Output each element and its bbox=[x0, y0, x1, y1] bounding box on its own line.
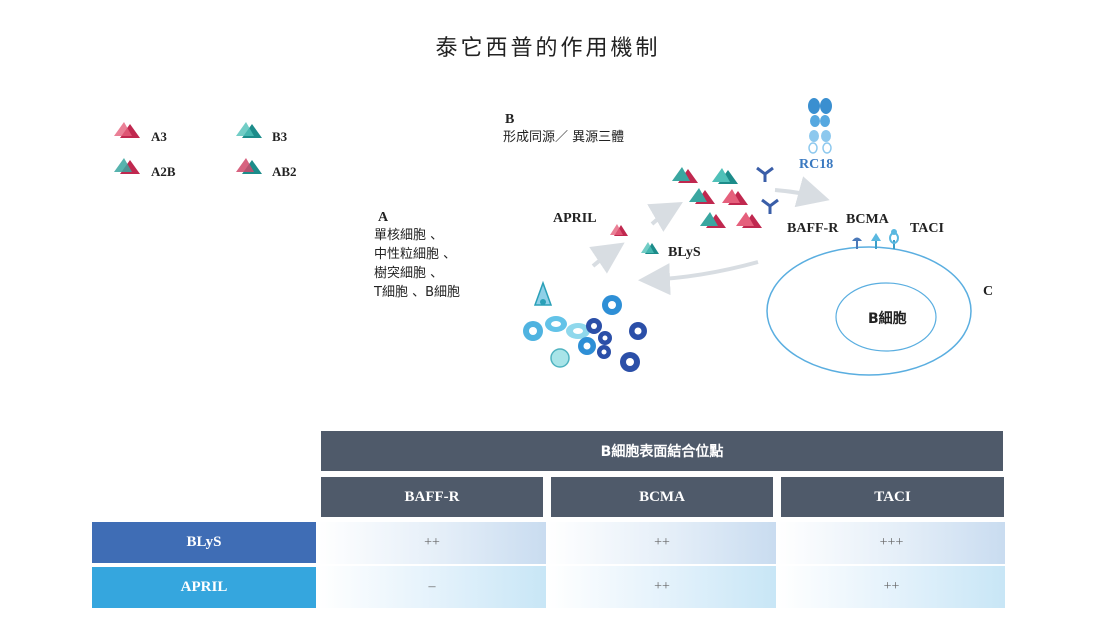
legend-label-a3: A3 bbox=[151, 129, 167, 144]
april-glyph bbox=[610, 224, 628, 236]
label-b-desc: 形成同源／ 異源三體 bbox=[503, 130, 625, 145]
legend-a3-icon bbox=[114, 122, 140, 138]
legend-a2b-icon bbox=[114, 158, 140, 174]
antibody-icon-1 bbox=[756, 166, 774, 182]
label-a-line-4: T細胞 、B細胞 bbox=[374, 285, 460, 300]
label-c: C bbox=[983, 284, 994, 299]
cell-blys-baff-r: ++ bbox=[318, 522, 546, 564]
legend-label-b3: B3 bbox=[272, 129, 288, 144]
antibody-icon-2 bbox=[761, 198, 779, 214]
receptor-taci-icon bbox=[889, 229, 899, 249]
label-bcma: BCMA bbox=[846, 212, 889, 227]
receptor-bcma-icon bbox=[871, 233, 881, 249]
immune-cells bbox=[523, 280, 647, 372]
cell-blys-bcma: ++ bbox=[548, 522, 776, 564]
label-baff-r: BAFF-R bbox=[787, 221, 839, 236]
flow-arrows bbox=[589, 176, 830, 296]
legend-ab2-icon bbox=[236, 158, 262, 174]
page-title: 泰它西普的作用機制 bbox=[435, 36, 661, 61]
row-header-april: APRIL bbox=[92, 567, 316, 608]
column-header-baff-r: BAFF-R bbox=[321, 477, 543, 517]
table-header: B細胞表面結合位點 bbox=[321, 431, 1003, 471]
column-header-taci: TACI bbox=[781, 477, 1004, 517]
label-a-line-2: 中性粒細胞 、 bbox=[374, 247, 457, 262]
cell-april-taci: ++ bbox=[778, 566, 1005, 608]
column-header-bcma: BCMA bbox=[551, 477, 773, 517]
cell-blys-taci: +++ bbox=[778, 522, 1005, 564]
label-a-line-3: 樹突細胞 、 bbox=[374, 266, 444, 281]
legend-b3-icon bbox=[236, 122, 262, 138]
label-blys: BLyS bbox=[668, 245, 701, 260]
b-cell bbox=[766, 246, 972, 376]
label-a: A bbox=[378, 210, 389, 225]
label-rc18: RC18 bbox=[799, 157, 834, 172]
label-april: APRIL bbox=[553, 211, 597, 226]
trimer-cluster bbox=[672, 167, 762, 228]
label-taci: TACI bbox=[910, 221, 944, 236]
label-a-line-1: 單核細胞 、 bbox=[374, 228, 444, 243]
receptor-baff-r-icon bbox=[852, 237, 862, 249]
row-header-blys: BLyS bbox=[92, 522, 316, 563]
legend-label-a2b: A2B bbox=[151, 164, 176, 179]
blys-glyph bbox=[641, 242, 659, 254]
cell-april-baff-r: – bbox=[318, 566, 546, 608]
label-b-cell: B細胞 bbox=[868, 311, 907, 327]
cell-april-bcma: ++ bbox=[548, 566, 776, 608]
mechanism-diagram bbox=[114, 98, 972, 376]
legend-label-ab2: AB2 bbox=[272, 164, 297, 179]
label-b: B bbox=[505, 112, 515, 127]
rc18-icon bbox=[808, 98, 832, 154]
